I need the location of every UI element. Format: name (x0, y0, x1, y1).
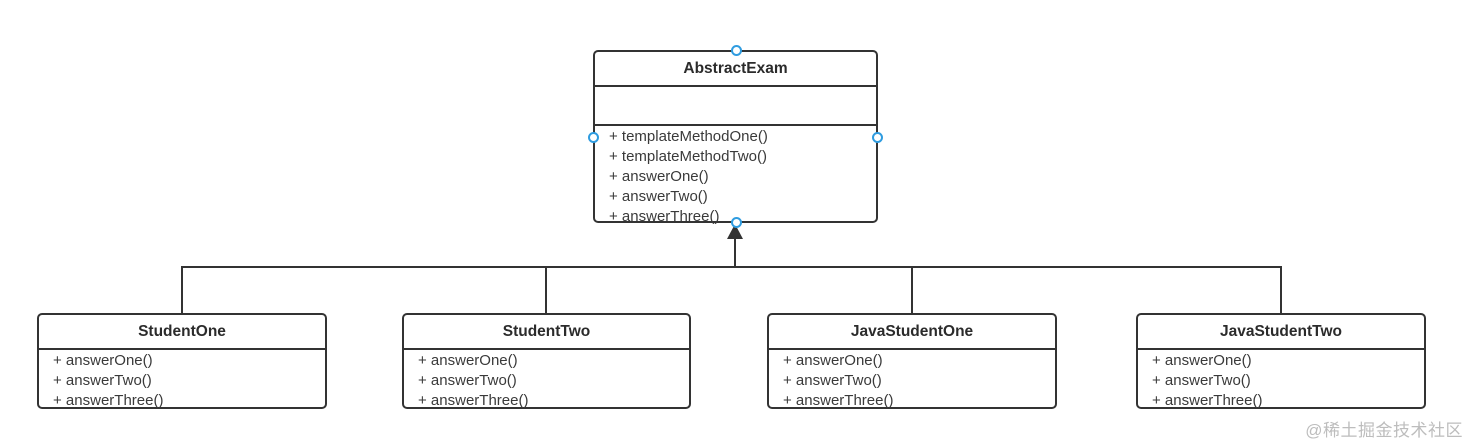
class-title: AbstractExam (595, 52, 876, 87)
method-item: + answerThree() (53, 392, 164, 409)
connector-horizontal (181, 266, 1282, 268)
method-item: + templateMethodOne() (609, 128, 768, 145)
selection-handle-top[interactable] (730, 45, 742, 56)
method-item: + answerOne() (53, 352, 153, 369)
class-methods: + answerOne() + answerTwo() + answerThre… (769, 350, 1055, 411)
method-item: + answerTwo() (53, 372, 152, 389)
method-item: + answerThree() (418, 392, 529, 409)
connector-stub-studentone (181, 267, 183, 313)
connector-trunk (734, 238, 736, 268)
method-item: + answerOne() (1152, 352, 1252, 369)
selection-handle-right[interactable] (872, 131, 883, 143)
inheritance-arrowhead-icon (727, 224, 743, 239)
method-item: + answerTwo() (783, 372, 882, 389)
class-title: JavaStudentOne (769, 315, 1055, 350)
class-methods: + templateMethodOne() + templateMethodTw… (595, 126, 876, 227)
class-methods: + answerOne() + answerTwo() + answerThre… (404, 350, 689, 411)
method-item: + answerTwo() (1152, 372, 1251, 389)
method-item: + answerThree() (609, 208, 720, 225)
class-title: StudentOne (39, 315, 325, 350)
method-item: + answerThree() (1152, 392, 1263, 409)
method-item: + answerTwo() (418, 372, 517, 389)
class-box-studentone[interactable]: StudentOne + answerOne() + answerTwo() +… (37, 313, 327, 409)
class-box-abstractexam[interactable]: AbstractExam + templateMethodOne() + tem… (588, 45, 883, 228)
method-item: + templateMethodTwo() (609, 148, 767, 165)
method-item: + answerTwo() (609, 188, 708, 205)
class-title: JavaStudentTwo (1138, 315, 1424, 350)
watermark-text: @稀土掘金技术社区 (1305, 421, 1463, 440)
method-item: + answerThree() (783, 392, 894, 409)
class-box-javastudentone[interactable]: JavaStudentOne + answerOne() + answerTwo… (767, 313, 1057, 409)
class-box-javastudenttwo[interactable]: JavaStudentTwo + answerOne() + answerTwo… (1136, 313, 1426, 409)
method-item: + answerOne() (418, 352, 518, 369)
class-methods: + answerOne() + answerTwo() + answerThre… (1138, 350, 1424, 411)
class-attributes-empty (595, 87, 876, 126)
class-title: StudentTwo (404, 315, 689, 350)
connector-stub-javastudentone (911, 267, 913, 313)
connector-stub-javastudenttwo (1280, 267, 1282, 313)
selection-handle-bottom[interactable] (730, 217, 742, 228)
class-box-studenttwo[interactable]: StudentTwo + answerOne() + answerTwo() +… (402, 313, 691, 409)
class-methods: + answerOne() + answerTwo() + answerThre… (39, 350, 325, 411)
method-item: + answerOne() (609, 168, 709, 185)
connector-stub-studenttwo (545, 267, 547, 313)
method-item: + answerOne() (783, 352, 883, 369)
selection-handle-left[interactable] (588, 131, 599, 143)
